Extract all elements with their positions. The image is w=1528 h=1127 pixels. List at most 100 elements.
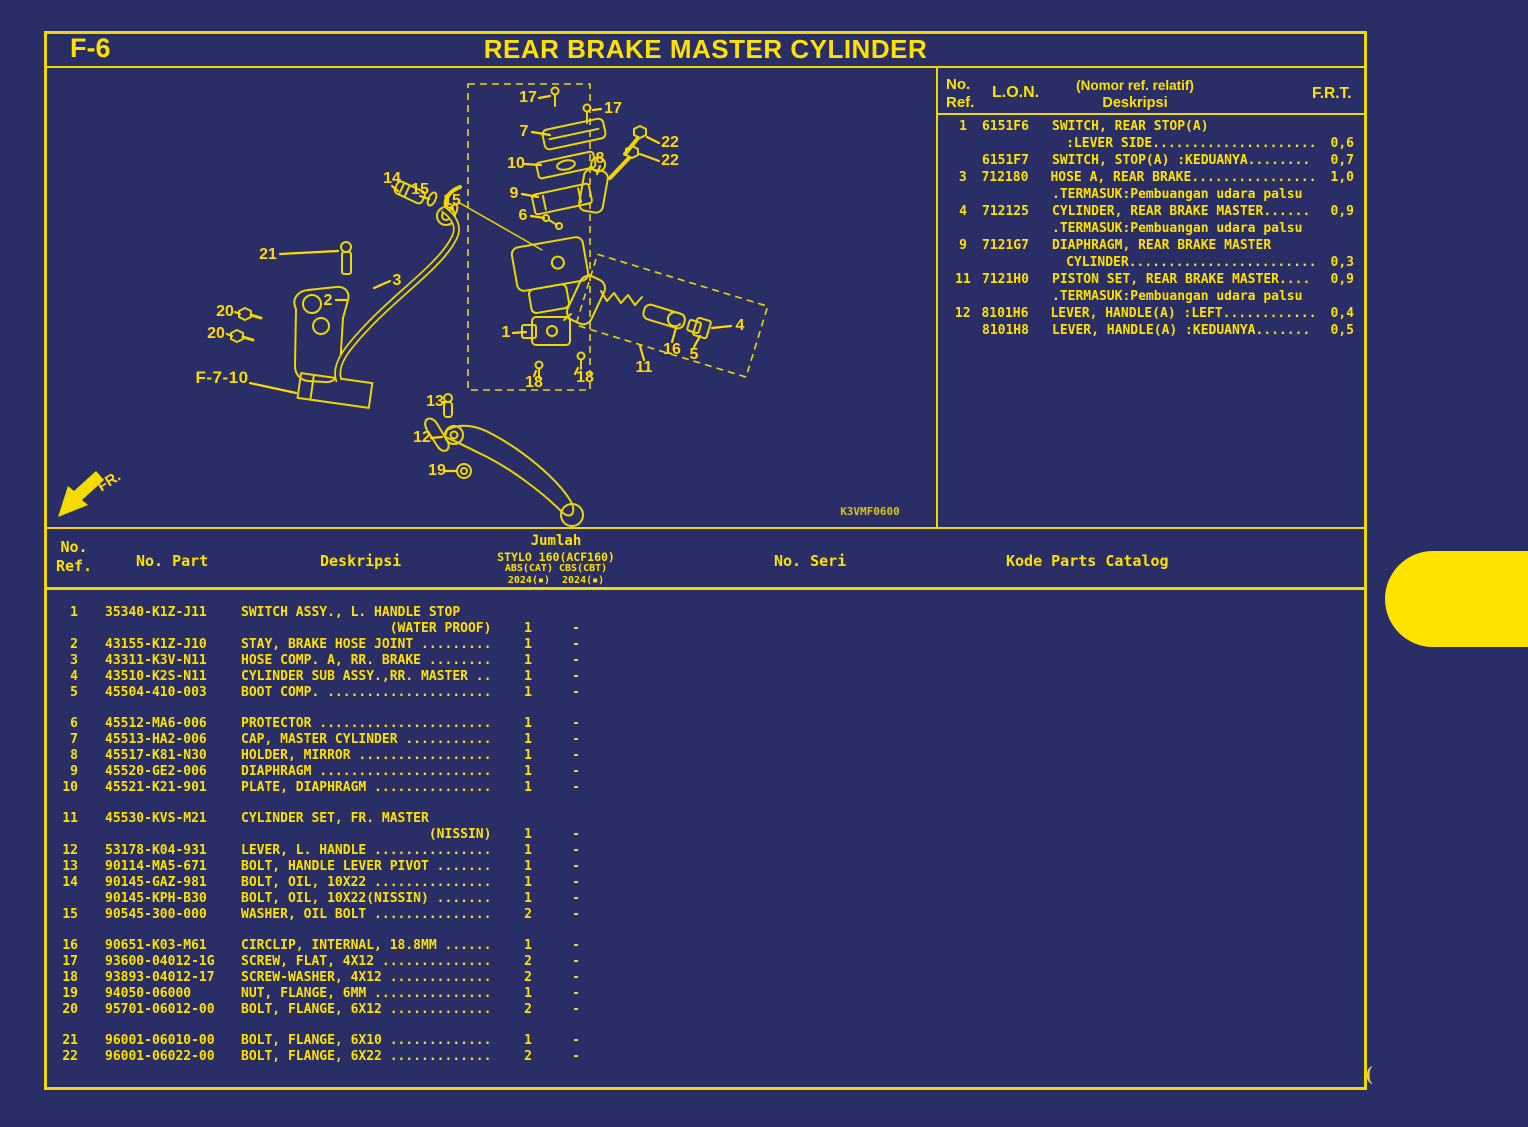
cell-part-number: 93600-04012-1G: [105, 954, 215, 969]
parts-table-row: 90145-KPH-B30 BOLT, OIL, 10X22(NISSIN) ..…: [44, 891, 724, 907]
ref-table-header-desc: Deskripsi: [1102, 95, 1168, 111]
cell-qty-2: -: [572, 1049, 580, 1064]
cell-part-number: [105, 621, 241, 637]
cell-desc: SCREW, FLAT, 4X12 ..............: [241, 954, 492, 969]
ref-table-header-line: [938, 113, 1367, 115]
cell-desc: (WATER PROOF): [241, 621, 492, 636]
parts-header-ref: Ref.: [55, 557, 93, 575]
cell-lon: [981, 135, 1050, 152]
callout-5: 5: [689, 346, 699, 363]
cell-lon: 8101H8: [982, 323, 1029, 338]
cell-desc: :LEVER SIDE.....................: [1050, 136, 1317, 151]
cell-desc: CYLINDER SET, FR. MASTER: [241, 811, 429, 826]
cell-ref: 2: [70, 637, 78, 652]
cell-part-number: 45512-MA6-006: [105, 716, 207, 731]
cell-desc: .TERMASUK:Pembuangan udara palsu: [1052, 187, 1303, 202]
cell-qty-2: -: [572, 1033, 580, 1048]
parts-header-bottom-line: [44, 587, 1367, 590]
cell-desc: LEVER, L. HANDLE ...............: [241, 843, 492, 858]
cell-qty-2: -: [572, 938, 580, 953]
cell-part-number: 90145-KPH-B30: [105, 891, 207, 906]
brake-hose-shape: [334, 206, 460, 383]
cell-desc: LEVER, HANDLE(A) :LEFT............: [1050, 306, 1317, 321]
parts-header-model: STYLO 160(ACF160): [497, 550, 615, 564]
cell-ref: 11: [955, 272, 971, 287]
cell-qty-2: -: [572, 685, 580, 700]
cell-desc: DIAPHRAGM ......................: [241, 764, 492, 779]
callout-15b: 15: [443, 192, 461, 209]
ref-table-row: .TERMASUK:Pembuangan udara palsu: [944, 220, 1354, 237]
cell-desc: SWITCH ASSY., L. HANDLE STOP: [241, 605, 461, 620]
cell-ref: 1: [959, 119, 967, 134]
page-index-tab[interactable]: [1385, 551, 1528, 647]
callout-6: 6: [518, 207, 528, 224]
cell-part-number: 94050-06000: [105, 986, 192, 1001]
parts-table: 1 35340-K1Z-J11 SWITCH ASSY., L. HANDLE ST…: [44, 605, 724, 1065]
cell-qty-1: [507, 811, 549, 827]
cell-desc: CYLINDER........................: [1050, 255, 1317, 270]
cell-part-number: 96001-06010-00: [105, 1033, 215, 1048]
ref-table-row: .TERMASUK:Pembuangan udara palsu: [944, 288, 1354, 305]
cell-ref: 9: [959, 238, 967, 253]
callout-21: 21: [259, 246, 277, 263]
cell-ref: 12: [62, 843, 78, 858]
cell-qty-2: -: [572, 954, 580, 969]
cell-qty-1: 1: [524, 669, 532, 684]
cell-lon: 712180: [981, 170, 1029, 185]
cell-desc: CYLINDER, REAR BRAKE MASTER......: [1052, 204, 1311, 219]
dashed-box-piston-set: [574, 253, 769, 379]
cell-part-number: 90145-GAZ-981: [105, 875, 207, 890]
cell-desc: SWITCH, STOP(A) :KEDUANYA........: [1052, 153, 1311, 168]
cell-ref: 11: [62, 811, 78, 826]
cell-lon: [982, 220, 1052, 237]
cell-qty-1: 1: [524, 859, 532, 874]
cell-ref: 3: [70, 653, 78, 668]
parts-table-row: 12 53178-K04-931 LEVER, L. HANDLE ........…: [44, 843, 724, 859]
cell-qty-2: -: [572, 843, 580, 858]
cell-part-number: 90114-MA5-671: [105, 859, 207, 874]
cell-ref: 21: [62, 1033, 78, 1048]
cell-desc: BOLT, FLANGE, 6X22 .............: [241, 1049, 492, 1064]
parts-header-no: No.: [60, 538, 88, 556]
cell-frt: 0,7: [1330, 153, 1354, 168]
parts-header-years: 2024(▪) 2024(▪): [507, 575, 605, 586]
cell-ref: 16: [62, 938, 78, 953]
cell-qty-2: -: [572, 827, 580, 842]
cell-ref: 8: [70, 748, 78, 763]
cell-qty-2: [555, 811, 597, 827]
cell-qty-2: -: [572, 748, 580, 763]
parts-header-desc: Deskripsi: [320, 552, 402, 570]
callout-16: 16: [663, 341, 681, 358]
cell-desc: SCREW-WASHER, 4X12 .............: [241, 970, 492, 985]
cell-qty-2: -: [572, 907, 580, 922]
cell-desc: BOLT, OIL, 10X22(NISSIN) .......: [241, 891, 492, 906]
cell-qty-2: -: [572, 637, 580, 652]
cell-part-number: 43510-K2S-N11: [105, 669, 207, 684]
cell-part-number: 35340-K1Z-J11: [105, 605, 207, 620]
cell-qty-1: 1: [524, 716, 532, 731]
parts-header-part: No. Part: [136, 552, 209, 570]
cell-qty-2: -: [572, 986, 580, 1001]
cell-part-number: 53178-K04-931: [105, 843, 207, 858]
cell-desc: .TERMASUK:Pembuangan udara palsu: [1052, 289, 1303, 304]
cell-ref: [944, 254, 981, 271]
cell-qty-2: -: [572, 1002, 580, 1017]
cell-frt: 0,4: [1330, 306, 1354, 321]
cell-ref: 5: [70, 685, 78, 700]
cell-qty-2: -: [572, 891, 580, 906]
cell-frt: [1316, 220, 1354, 237]
cell-desc: BOLT, HANDLE LEVER PIVOT .......: [241, 859, 492, 874]
cell-desc: CAP, MASTER CYLINDER ...........: [241, 732, 492, 747]
cell-desc: BOOT COMP. .....................: [241, 685, 492, 700]
callout-19: 19: [428, 462, 446, 479]
